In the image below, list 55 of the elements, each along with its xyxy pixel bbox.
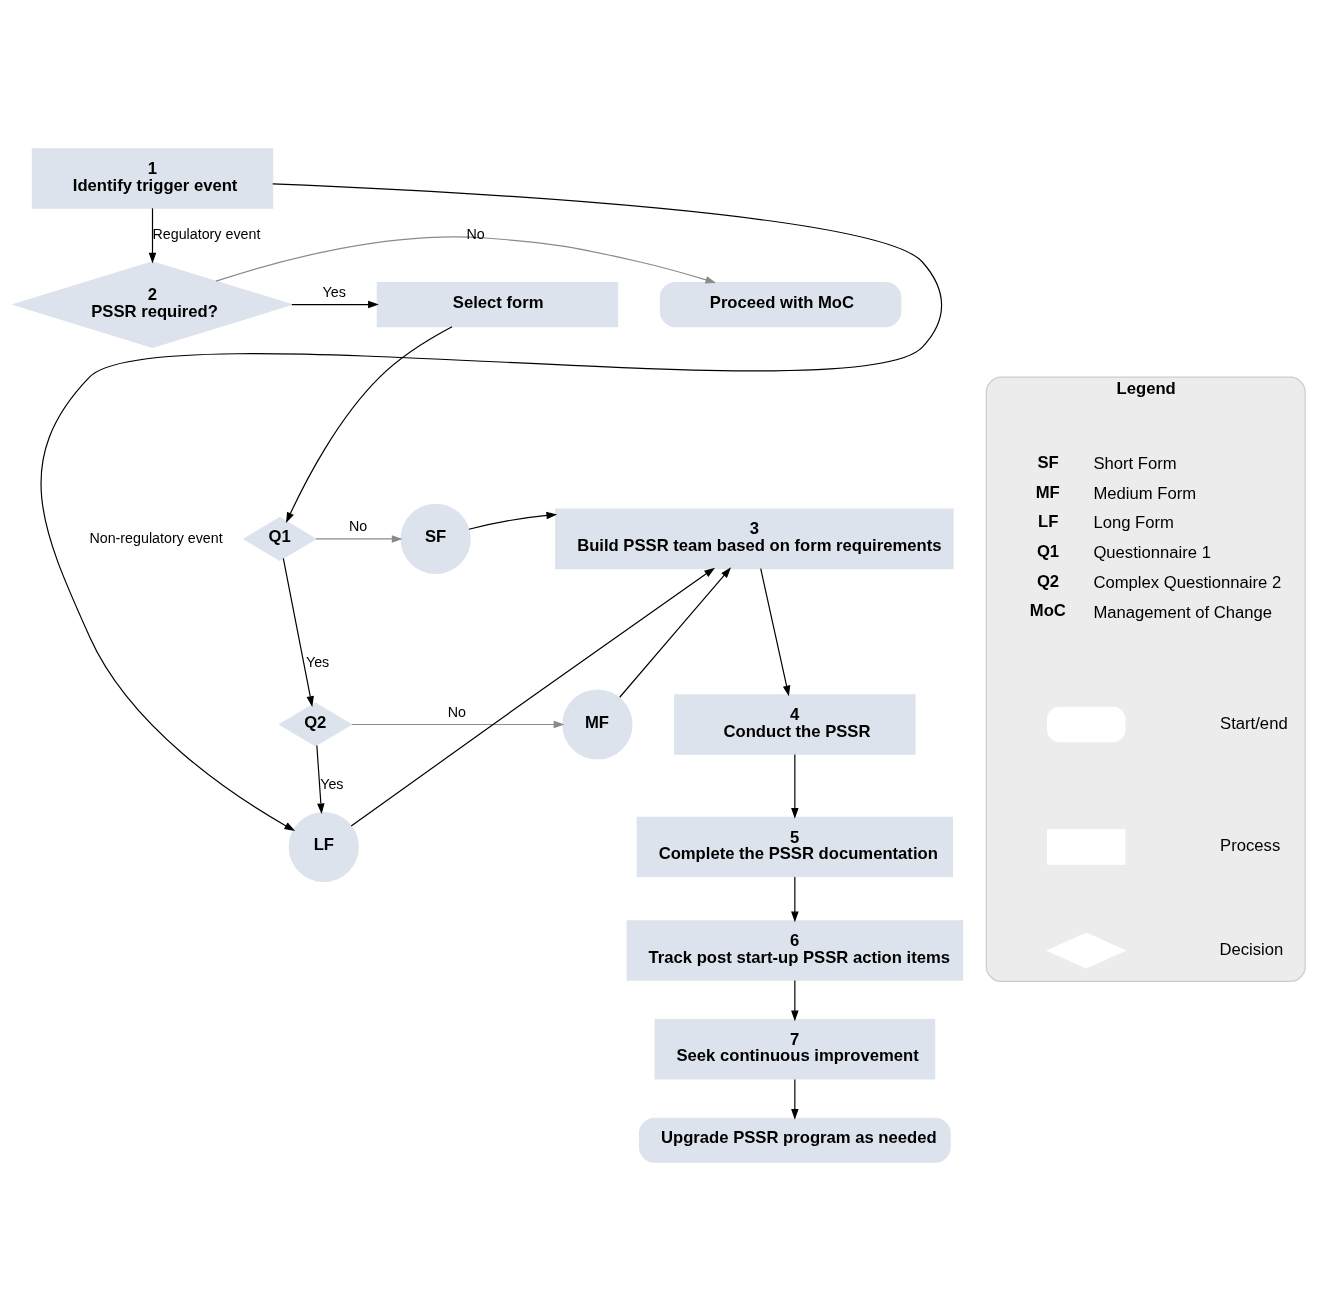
label: Long Form xyxy=(1093,512,1174,532)
arrow xyxy=(350,567,715,827)
edge-label: No xyxy=(348,517,368,534)
node-diamond: 2 PSSR required? xyxy=(11,260,294,348)
label: Q1 xyxy=(1036,541,1060,561)
arrow xyxy=(791,875,799,922)
edge-label: No xyxy=(466,225,485,242)
node-box: 1 Identify trigger event xyxy=(31,147,274,209)
node-circle: SF xyxy=(400,503,471,574)
node-diamond: Q2 xyxy=(278,701,353,747)
label: Complex Questionnaire 2 xyxy=(1093,572,1282,592)
arrow xyxy=(291,300,379,308)
arrow xyxy=(351,720,565,728)
legend-label: Start/end xyxy=(1220,713,1288,733)
edge-label: Non-regulatory event xyxy=(89,529,223,546)
node-box: Proceed with MoC xyxy=(659,281,902,327)
arrow xyxy=(619,566,732,698)
label: Short Form xyxy=(1093,453,1177,473)
arrow xyxy=(315,534,403,543)
arrow xyxy=(468,511,558,530)
edge-label: Yes xyxy=(322,283,346,300)
arrow xyxy=(316,744,325,814)
edge-label: Regulatory event xyxy=(152,225,261,242)
arrow xyxy=(286,325,453,523)
arrow xyxy=(40,182,943,831)
label: SF xyxy=(1037,452,1059,472)
legend-label: Process xyxy=(1220,835,1281,855)
node-diamond: Q1 xyxy=(242,516,317,561)
arrow xyxy=(282,557,314,707)
node-circle: LF xyxy=(288,811,359,882)
node-box: Select form xyxy=(376,281,619,327)
arrow xyxy=(791,979,799,1021)
label: MF xyxy=(1035,482,1060,502)
legend-label: Decision xyxy=(1219,939,1284,959)
arrow xyxy=(791,753,799,819)
arrow xyxy=(215,235,717,283)
edge-label: No xyxy=(447,703,466,720)
node-box: 3 Build PSSR team based on form requirements xyxy=(555,508,954,569)
node-box: 5 Complete the PSSR documentation xyxy=(636,816,954,877)
label: Questionnaire 1 xyxy=(1093,542,1211,562)
node-circle: MF xyxy=(562,688,633,760)
arrow xyxy=(148,207,157,264)
edge-label: Yes xyxy=(305,653,330,670)
label: MoC xyxy=(1029,600,1066,620)
label: Medium Form xyxy=(1093,483,1197,503)
label: Q2 xyxy=(1036,571,1060,591)
label: LF xyxy=(1038,511,1059,531)
edge-label: Yes xyxy=(320,775,344,792)
node-box: 6 Track post start-up PSSR action items xyxy=(626,919,964,981)
arrow xyxy=(760,567,791,696)
node-box: 4 Conduct the PSSR xyxy=(674,693,916,755)
label: Management of Change xyxy=(1093,602,1272,622)
node-box: 7 Seek continuous improvement xyxy=(654,1018,936,1080)
node-box: Upgrade PSSR program as needed xyxy=(639,1117,951,1163)
arrow xyxy=(791,1078,799,1120)
